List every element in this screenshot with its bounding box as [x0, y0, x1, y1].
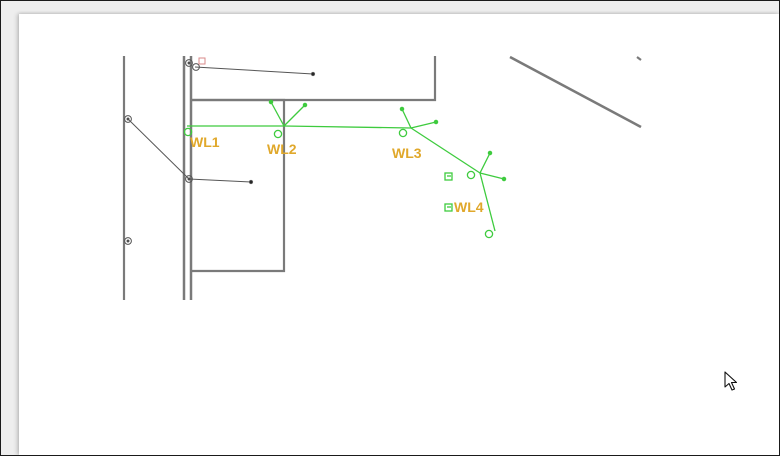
wire-branch-wl2-b	[283, 104, 306, 127]
wire-labels: WL1 WL2 WL3 WL4	[190, 134, 484, 215]
socket-symbol-top-1	[185, 59, 193, 67]
light-fixture-wl3	[398, 128, 408, 138]
switch-symbol-top	[198, 57, 206, 65]
diagonal-wall	[509, 55, 642, 129]
wire-main-2	[283, 125, 412, 129]
leader-end-dot-mid	[248, 179, 254, 185]
light-fixture-wl4-b	[484, 229, 494, 239]
socket-dot-left-2	[126, 239, 130, 243]
wire-node-2	[302, 102, 308, 108]
socket-dot-mid	[187, 177, 191, 181]
wire-branch-wl4-b	[479, 172, 505, 180]
top-margin	[1, 1, 779, 14]
left-margin	[1, 14, 19, 455]
label-wl3: WL3	[392, 145, 422, 161]
wire-node-1	[268, 99, 274, 105]
arrow-pointer-icon	[724, 371, 738, 391]
label-wl1: WL1	[190, 134, 220, 150]
socket-symbol-left-2	[124, 237, 132, 245]
light-fixture-wl2	[273, 129, 283, 139]
socket-symbol-top-2	[192, 63, 200, 71]
upper-room-wall	[191, 56, 437, 102]
diagonal-wall-stub	[636, 56, 642, 61]
inner-room-wall	[191, 98, 286, 273]
wiring	[183, 99, 507, 239]
light-fixture-wl1	[183, 127, 193, 137]
drawing-canvas[interactable]	[19, 14, 779, 455]
switch-box-wl4-b	[444, 203, 453, 212]
wire-node-3	[399, 106, 405, 112]
leader-end-dot-top	[310, 71, 316, 77]
diagonal-leader	[127, 118, 190, 180]
wire-branch-wl3-b	[410, 121, 437, 129]
wire-node-4	[433, 119, 439, 125]
leader-line-mid	[188, 178, 252, 183]
socket-symbol-mid	[185, 175, 193, 183]
socket-dot-top	[187, 61, 191, 65]
leader-line-top	[194, 66, 314, 75]
wire-branch-wl4-a	[479, 152, 491, 174]
switch-box-wl4-a	[444, 172, 453, 181]
walls	[122, 55, 642, 300]
fixtures	[124, 57, 316, 245]
wire-branch-wl4-c	[479, 172, 496, 232]
wire-to-wl4	[410, 127, 481, 174]
wire-branch-wl2-a	[270, 101, 285, 127]
light-fixture-wl4-a	[466, 170, 476, 180]
wire-node-5	[487, 150, 493, 156]
label-wl4: WL4	[454, 199, 484, 215]
wire-branch-wl3-a	[401, 108, 412, 129]
socket-symbol-left-1	[124, 115, 132, 123]
label-wl2: WL2	[267, 141, 297, 157]
wire-node-6	[501, 176, 507, 182]
socket-dot-left-1	[126, 117, 130, 121]
